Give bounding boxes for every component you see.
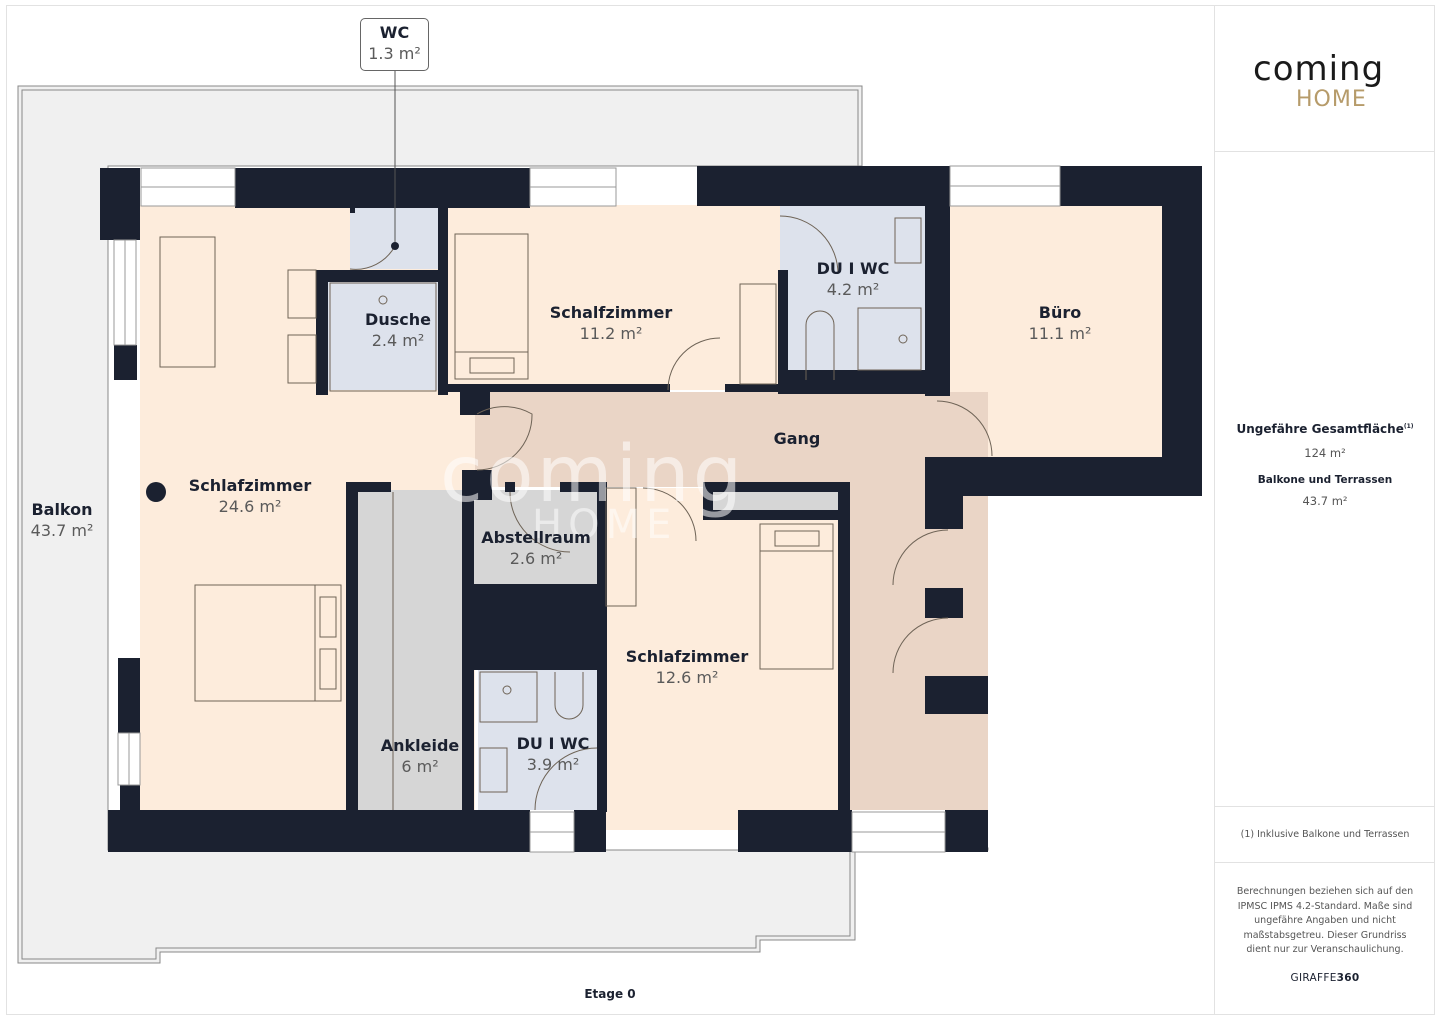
room-area: 12.6 m² (655, 668, 719, 687)
footnote: (1) Inklusive Balkone und Terrassen (1240, 829, 1410, 840)
area-summary: Ungefähre Gesamtfläche(1) 124 m² Balkone… (1215, 152, 1435, 807)
room-name: Schlafzimmer (188, 476, 312, 495)
room-area: 11.2 m² (579, 324, 643, 343)
info-panel: coming HOME Ungefähre Gesamtfläche(1) 12… (1214, 5, 1435, 1015)
room-gang: Gang (774, 429, 821, 449)
balcony-area-value: 43.7 m² (1302, 494, 1348, 508)
floor-plan (17, 71, 1202, 964)
brand-logo: coming HOME (1253, 49, 1403, 119)
wc-area: 1.3 m² (368, 44, 421, 63)
footnote-section: (1) Inklusive Balkone und Terrassen (1215, 807, 1435, 863)
room-du-wc-top: DU I WC 4.2 m² (817, 259, 890, 301)
room-name: Abstellraum (481, 528, 591, 547)
room-balkon: Balkon 43.7 m² (31, 500, 94, 542)
room-name: Schalfzimmer (549, 303, 673, 322)
room-buero: Büro 11.1 m² (1029, 303, 1092, 345)
logo-text-home: HOME (1296, 87, 1367, 112)
windows (113, 165, 1061, 853)
logo-section: coming HOME (1215, 5, 1435, 152)
room-area: 3.9 m² (526, 755, 580, 774)
room-area: 11.1 m² (1028, 324, 1092, 343)
room-area: 24.6 m² (218, 497, 282, 516)
room-schlafzimmer-2: Schlafzimmer 12.6 m² (626, 647, 749, 689)
room-schalfzimmer: Schalfzimmer 11.2 m² (550, 303, 673, 345)
room-area: 2.6 m² (509, 549, 563, 568)
total-area-label: Ungefähre Gesamtfläche(1) (1236, 422, 1414, 436)
room-schlafzimmer-main: Schlafzimmer 24.6 m² (189, 476, 312, 518)
room-abstellraum: Abstellraum 2.6 m² (481, 528, 591, 570)
room-name: Gang (773, 429, 821, 448)
floors (140, 205, 1162, 830)
room-name: Balkon (31, 500, 93, 519)
room-name: Büro (1038, 303, 1082, 322)
room-name: DU I WC (516, 734, 590, 753)
balcony-area-label: Balkone und Terrassen (1257, 474, 1393, 486)
page-frame (6, 5, 1435, 1015)
room-name: DU I WC (816, 259, 890, 278)
room-dusche: Dusche 2.4 m² (365, 310, 431, 352)
room-name: Ankleide (380, 736, 460, 755)
disclaimer-section: Berechnungen beziehen sich auf den IPMSC… (1215, 863, 1435, 1015)
room-name: Schlafzimmer (625, 647, 749, 666)
furniture (159, 215, 993, 811)
wc-name: WC (379, 23, 410, 42)
room-du-wc-bottom: DU I WC 3.9 m² (517, 734, 590, 776)
room-area: 43.7 m² (30, 521, 94, 540)
walls (100, 166, 1202, 852)
disclaimer: Berechnungen beziehen sich auf den IPMSC… (1236, 886, 1414, 955)
room-area: 2.4 m² (371, 331, 425, 350)
total-area-value: 124 m² (1304, 446, 1346, 460)
logo-text-coming: coming (1253, 49, 1385, 89)
room-area: 6 m² (401, 757, 439, 776)
floor-label: Etage 0 (584, 987, 636, 1001)
room-name: Dusche (365, 310, 431, 329)
wc-callout: WC 1.3 m² (360, 18, 429, 71)
room-area: 4.2 m² (826, 280, 880, 299)
room-ankleide: Ankleide 6 m² (381, 736, 460, 778)
provider-brand: GIRAFFE360 (1290, 971, 1360, 984)
